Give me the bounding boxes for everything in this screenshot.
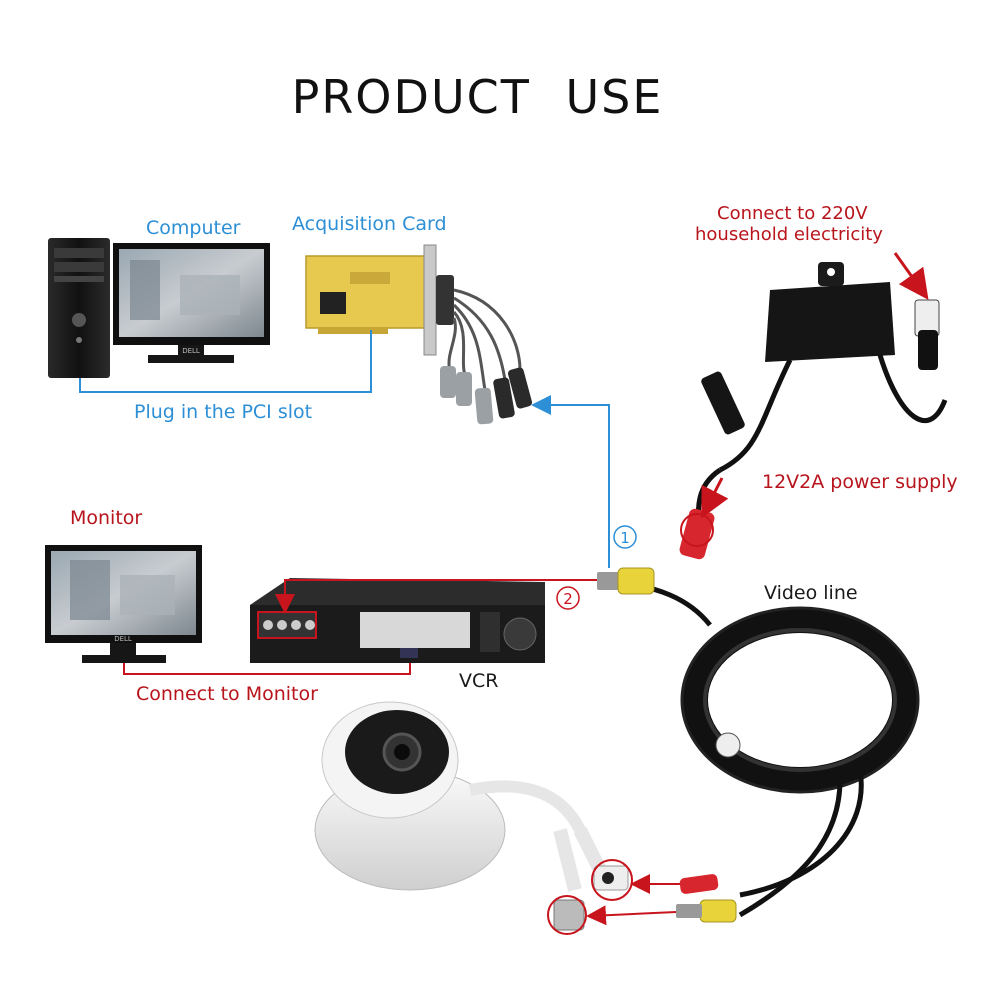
pci-slot-label: Plug in the PCI slot xyxy=(134,401,313,423)
dome-camera-icon xyxy=(314,701,629,931)
camera-end-connectors-icon xyxy=(676,874,737,923)
computer-brand-logo: DELL xyxy=(182,347,200,355)
computer-tower-icon xyxy=(48,238,110,378)
vcr-icon xyxy=(250,578,545,663)
power-supply-icon xyxy=(701,262,948,473)
vcr-label: VCR xyxy=(459,670,499,692)
monitor-brand-logo: DELL xyxy=(114,635,132,643)
video-line-label: Video line xyxy=(764,582,858,604)
computer-monitor-icon xyxy=(113,243,270,363)
bnc-connector-icon xyxy=(597,567,655,595)
connect-monitor-label: Connect to Monitor xyxy=(136,683,318,705)
power-connect-label-line1: Connect to 220V xyxy=(717,203,868,224)
dc-input-highlight xyxy=(591,859,633,901)
step1-marker xyxy=(613,525,637,549)
step1-number: 1 xyxy=(620,529,630,547)
video-output-highlight xyxy=(547,895,587,935)
power-lead-to-connector xyxy=(679,467,722,560)
power-connector-highlight xyxy=(680,513,714,547)
mains-arrow xyxy=(893,252,929,300)
step2-marker xyxy=(556,586,580,610)
acquisition-card-icon xyxy=(305,244,533,425)
monitor-label: Monitor xyxy=(70,507,143,529)
monitor-connection-line xyxy=(123,663,411,675)
video-output-arrow xyxy=(586,905,677,926)
video-line-coil-icon xyxy=(599,577,920,918)
step2-number: 2 xyxy=(563,590,573,608)
pci-connection-line xyxy=(79,330,372,393)
step1-connection-line xyxy=(531,395,610,568)
page-title: PRODUCT USE xyxy=(291,70,664,124)
step2-connection-line xyxy=(275,579,597,614)
monitor-icon xyxy=(45,545,202,663)
power-supply-label: 12V2A power supply xyxy=(762,471,958,493)
power-connect-label-line2: household electricity xyxy=(695,224,883,245)
computer-label: Computer xyxy=(146,217,241,239)
acquisition-card-label: Acquisition Card xyxy=(292,213,447,235)
power-connector-arrow xyxy=(701,477,729,519)
